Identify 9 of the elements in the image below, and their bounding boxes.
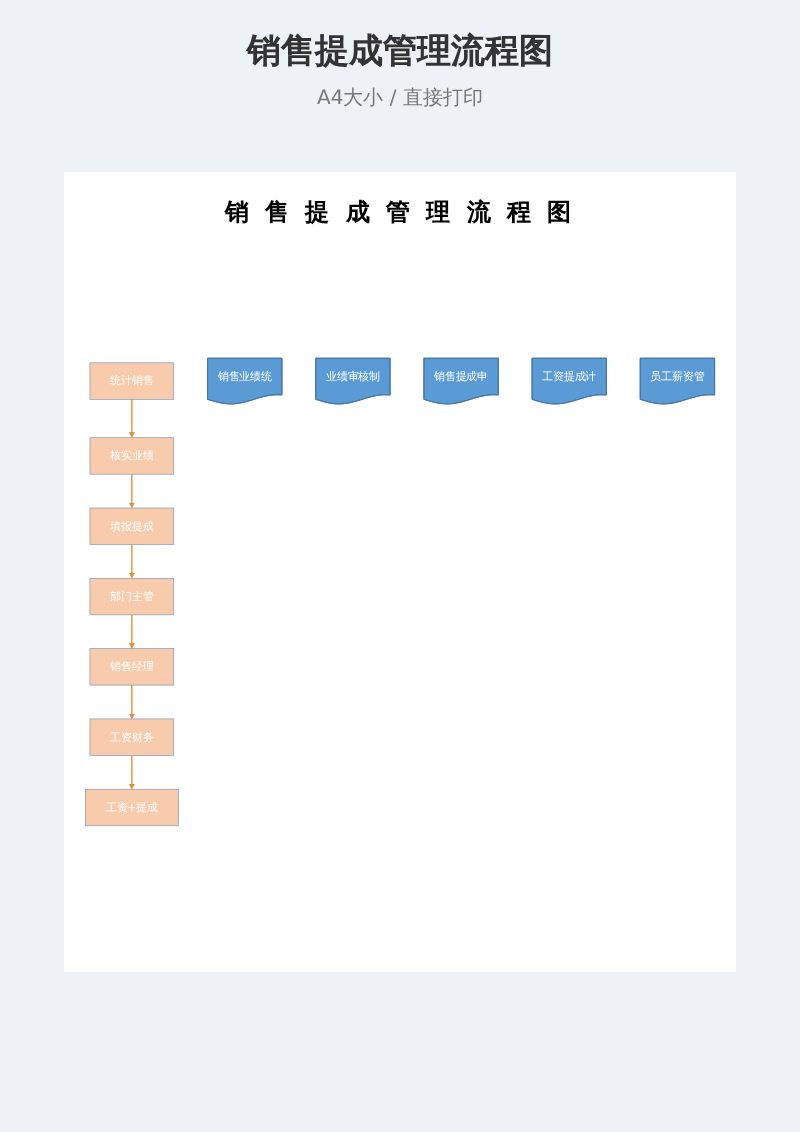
diagram-heading: 销 售 提 成 管 理 流 程 图	[222, 196, 578, 230]
arrow	[128, 398, 135, 438]
arrow	[128, 614, 135, 649]
page-title: 销售提成管理流程图	[247, 30, 553, 74]
arrow	[128, 754, 135, 790]
subtitle: A4大小 / 直接打印	[317, 85, 483, 112]
arrow	[128, 543, 135, 579]
arrow	[128, 684, 135, 720]
arrow	[128, 473, 135, 509]
